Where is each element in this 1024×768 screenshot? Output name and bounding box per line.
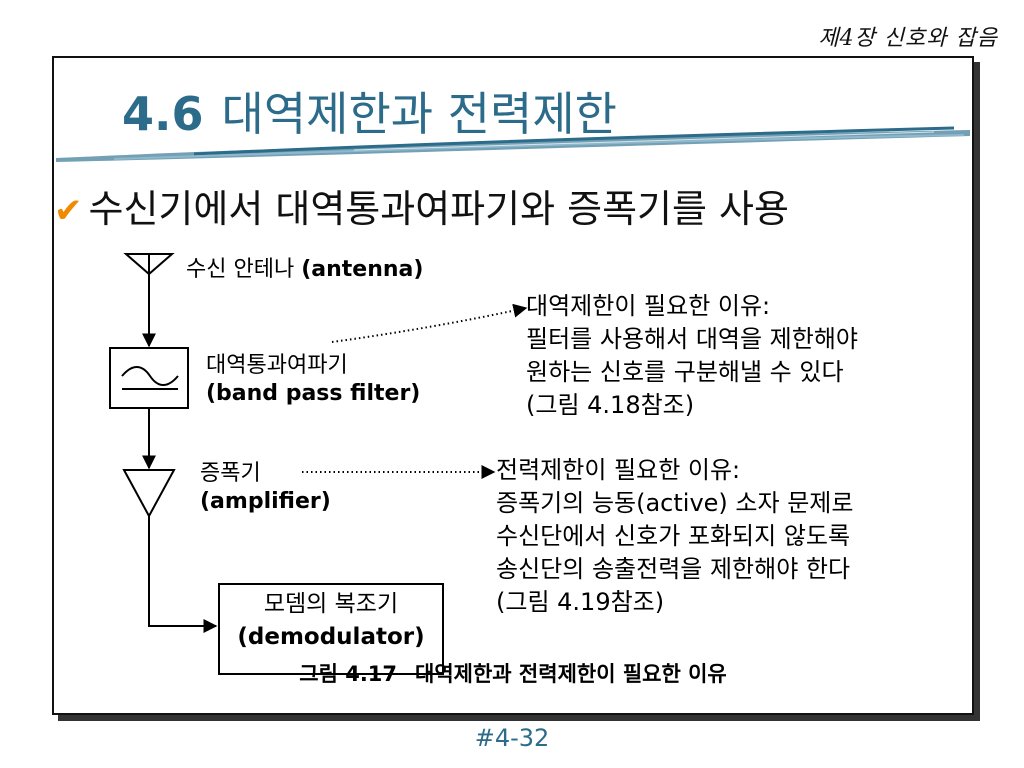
caption-text: 대역제한과 전력제한이 필요한 이유 — [415, 662, 727, 686]
title-text: 대역제한과 전력제한 — [221, 87, 618, 141]
caption-number: 그림 4.17 — [299, 662, 398, 686]
title-number: 4.6 — [122, 87, 204, 141]
check-icon: ✔ — [54, 191, 83, 231]
brush-stroke-divider — [56, 126, 970, 162]
slide-title: 4.6 대역제한과 전력제한 — [122, 78, 617, 144]
bullet-text: 수신기에서 대역통과여파기와 증폭기를 사용 — [88, 187, 789, 231]
demodulator-block — [218, 583, 444, 675]
bpf-label: 대역통과여파기 (band pass filter) — [206, 353, 421, 406]
band-limit-note: 대역제한이 필요한 이유: 필터를 사용해서 대역을 제한해야 원하는 신호를 … — [526, 292, 859, 420]
bandpass-filter-block — [109, 347, 189, 409]
antenna-label: 수신 안테나 (antenna) — [186, 257, 424, 282]
amplifier-symbol — [122, 469, 176, 519]
receiver-block-diagram — [109, 253, 528, 675]
chapter-header: 제4장 신호와 잡음 — [818, 26, 998, 51]
amp-label: 증폭기 (amplifier) — [200, 461, 331, 514]
demod-label: 모뎀의 복조기 (demodulator) — [237, 591, 425, 651]
page-number: #4-32 — [474, 724, 550, 752]
slide-frame: 4.6 대역제한과 전력제한 ✔수신기에서 대역통과여파기와 증폭기를 사용 — [52, 56, 974, 715]
bullet-item: ✔수신기에서 대역통과여파기와 증폭기를 사용 — [54, 178, 789, 233]
antenna-symbol — [123, 253, 175, 276]
power-limit-note: 전력제한이 필요한 이유: 증폭기의 능동(active) 소자 문제로 수신단… — [496, 456, 854, 617]
figure-caption: 그림 4.17 대역제한과 전력제한이 필요한 이유 — [54, 658, 972, 688]
